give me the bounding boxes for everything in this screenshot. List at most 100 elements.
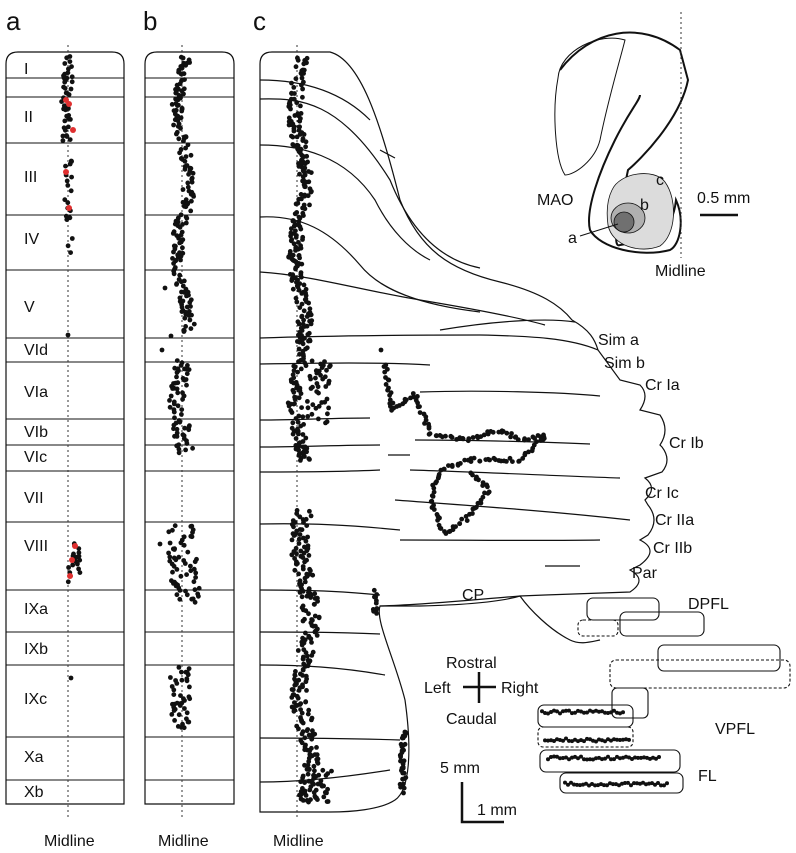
- label-cr-ic: Cr Ic: [645, 485, 679, 502]
- labeled-cell: [300, 237, 305, 242]
- labeled-cell: [64, 134, 70, 139]
- labeled-cell: [298, 458, 303, 463]
- labeled-cell: [605, 783, 609, 788]
- labeled-cell: [309, 640, 314, 645]
- labeled-cell: [298, 366, 304, 372]
- labeled-cell: [552, 754, 556, 759]
- labeled-cell: [183, 154, 189, 160]
- scale-bar-small-label: 1 mm: [477, 802, 517, 819]
- labeled-cell-red: [63, 169, 69, 175]
- labeled-cell: [569, 780, 573, 785]
- labeled-cell: [302, 193, 307, 199]
- labeled-cell: [300, 618, 306, 624]
- labeled-cell: [582, 710, 586, 715]
- labeled-cell: [289, 237, 295, 242]
- labeled-cell: [600, 757, 604, 762]
- labeled-cell: [540, 709, 544, 714]
- labeled-cell: [552, 708, 556, 713]
- lobule-label-ixa: IXa: [24, 601, 48, 618]
- labeled-cell: [300, 432, 306, 437]
- labeled-cell: [558, 756, 562, 761]
- labeled-cell: [302, 324, 307, 329]
- labeled-cell: [481, 432, 487, 438]
- labeled-cell: [174, 681, 180, 686]
- labeled-cell: [292, 113, 298, 118]
- labeled-cell: [291, 363, 297, 369]
- label-sim-b: Sim b: [604, 355, 645, 372]
- labeled-cell: [572, 782, 576, 787]
- labeled-cell: [181, 696, 186, 702]
- labeled-cell: [288, 106, 293, 112]
- labeled-cell: [290, 286, 296, 292]
- labeled-cell: [168, 393, 174, 399]
- labeled-cell: [298, 391, 304, 396]
- labeled-cell: [299, 527, 305, 533]
- labeled-cell: [308, 321, 314, 327]
- label-cr-ia: Cr Ia: [645, 377, 680, 394]
- lobule-label-viii: VIII: [24, 538, 48, 555]
- labeled-cell: [293, 76, 299, 82]
- labeled-cell: [648, 756, 652, 761]
- labeled-cell: [178, 573, 184, 579]
- labeled-cell: [585, 757, 589, 762]
- panel-b-midline-label: Midline: [158, 833, 209, 850]
- labeled-cell: [300, 673, 305, 678]
- labeled-cell: [299, 301, 305, 307]
- panel-a-strip: [5, 51, 125, 805]
- labeled-cell: [171, 249, 176, 255]
- labeled-cell: [401, 785, 407, 791]
- labeled-cell: [555, 737, 559, 742]
- labeled-cell: [60, 138, 66, 144]
- labeled-cell: [174, 434, 180, 439]
- labeled-cell: [304, 314, 310, 319]
- labeled-cell: [464, 518, 470, 523]
- labeled-cell: [65, 200, 71, 206]
- labeled-cell: [189, 179, 195, 185]
- labeled-cell: [177, 150, 183, 156]
- labeled-cell: [313, 405, 319, 411]
- labeled-cell: [385, 387, 390, 393]
- labeled-cell: [171, 409, 177, 415]
- labeled-cell: [312, 768, 317, 774]
- labeled-cell: [299, 75, 305, 81]
- labeled-cell: [575, 782, 579, 787]
- labeled-cell: [289, 278, 295, 283]
- panel-a-lobule-bands: [6, 77, 124, 781]
- labeled-cell: [319, 783, 325, 789]
- labeled-cell: [390, 400, 396, 406]
- labeled-cell: [170, 569, 175, 575]
- labeled-cell: [306, 338, 311, 344]
- labeled-cell: [597, 709, 601, 714]
- labeled-cell: [159, 347, 165, 353]
- labeled-cell: [426, 425, 432, 431]
- labeled-cell: [69, 74, 75, 80]
- labeled-cell: [433, 433, 439, 439]
- labeled-cell: [455, 462, 461, 468]
- labeled-cell: [302, 575, 308, 581]
- labeled-cell: [171, 563, 177, 569]
- labeled-cell: [294, 551, 299, 557]
- labeled-cell: [289, 410, 295, 415]
- labeled-cell: [179, 407, 185, 412]
- labeled-cell: [621, 710, 625, 715]
- labeled-cell: [292, 401, 297, 407]
- labeled-cell: [306, 707, 312, 713]
- labeled-cell: [543, 711, 547, 715]
- labeled-cell: [303, 679, 309, 685]
- labeled-cell: [177, 295, 183, 301]
- labeled-cell: [466, 436, 472, 441]
- labeled-cell: [449, 435, 455, 440]
- labeled-cell: [172, 718, 178, 723]
- panel-c-midline-label: Midline: [273, 833, 324, 850]
- labeled-cell: [192, 599, 198, 605]
- labeled-cell: [173, 557, 179, 563]
- labeled-cell: [172, 547, 177, 552]
- labeled-cell: [484, 482, 490, 488]
- labeled-cell: [383, 382, 389, 387]
- labeled-cell-red: [66, 205, 72, 211]
- labeled-cell: [606, 737, 610, 742]
- labeled-cell: [297, 532, 303, 537]
- labeled-cell: [318, 372, 323, 378]
- labeled-cell: [566, 782, 570, 787]
- labeled-cell: [612, 757, 616, 762]
